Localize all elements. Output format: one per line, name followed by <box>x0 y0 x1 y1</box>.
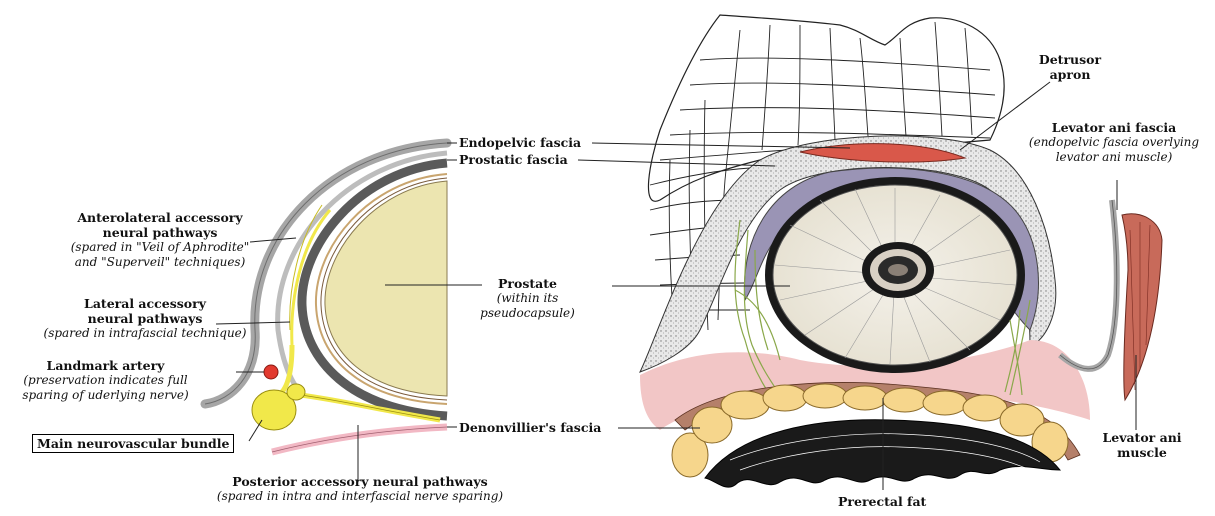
label-detrusor-apron: Detrusor apron <box>1030 52 1110 82</box>
detrusor-1: Detrusor <box>1030 52 1110 67</box>
levator-fascia-note-1: (endopelvic fascia overlying <box>1015 135 1213 150</box>
prostate-note-1: (within its <box>470 291 585 306</box>
lateral-note: (spared in intrafascial technique) <box>30 326 260 341</box>
levator-muscle-2: muscle <box>1092 445 1192 460</box>
landmark-note-1: (preservation indicates full <box>8 373 203 388</box>
levator-muscle-1: Levator ani <box>1092 430 1192 445</box>
posterior-note: (spared in intra and interfascial nerve … <box>185 489 535 504</box>
posterior-title: Posterior accessory neural pathways <box>185 474 535 489</box>
label-posterior-accessory: Posterior accessory neural pathways (spa… <box>185 474 535 504</box>
levator-ani-fascia <box>1060 200 1117 369</box>
landmark-title: Landmark artery <box>8 358 203 373</box>
lateral-title-2: neural pathways <box>30 311 260 326</box>
anterolateral-title-1: Anterolateral accessory <box>45 210 275 225</box>
label-denonvillier-fascia: Denonvillier's fascia <box>459 420 601 435</box>
label-prerectal-fat: Prerectal fat <box>838 494 926 509</box>
levator-fascia-title: Levator ani fascia <box>1015 120 1213 135</box>
label-main-neurovascular-bundle: Main neurovascular bundle <box>32 434 234 453</box>
label-landmark-artery: Landmark artery (preservation indicates … <box>8 358 203 403</box>
anterolateral-title-2: neural pathways <box>45 225 275 240</box>
detrusor-2: apron <box>1030 67 1110 82</box>
levator-fascia-note-2: levator ani muscle) <box>1015 150 1213 165</box>
label-levator-ani-fascia: Levator ani fascia (endopelvic fascia ov… <box>1015 120 1213 165</box>
label-lateral: Lateral accessory neural pathways (spare… <box>30 296 260 341</box>
lateral-title-1: Lateral accessory <box>30 296 260 311</box>
anterolateral-note-2: and "Superveil" techniques) <box>45 255 275 270</box>
label-anterolateral: Anterolateral accessory neural pathways … <box>45 210 275 270</box>
prostate-note-2: pseudocapsule) <box>470 306 585 321</box>
levator-ani-muscle <box>1122 214 1162 400</box>
landmark-note-2: sparing of uderlying nerve) <box>8 388 203 403</box>
label-endopelvic-fascia: Endopelvic fascia <box>459 135 581 150</box>
right-illustration <box>640 15 1162 487</box>
prostate-title: Prostate <box>470 276 585 291</box>
anterolateral-note-1: (spared in "Veil of Aphrodite" <box>45 240 275 255</box>
label-prostatic-fascia: Prostatic fascia <box>459 152 568 167</box>
label-prostate: Prostate (within its pseudocapsule) <box>470 276 585 321</box>
denonvillier-fascia-band <box>272 427 447 452</box>
label-levator-ani-muscle: Levator ani muscle <box>1092 430 1192 460</box>
landmark-artery <box>264 365 278 379</box>
